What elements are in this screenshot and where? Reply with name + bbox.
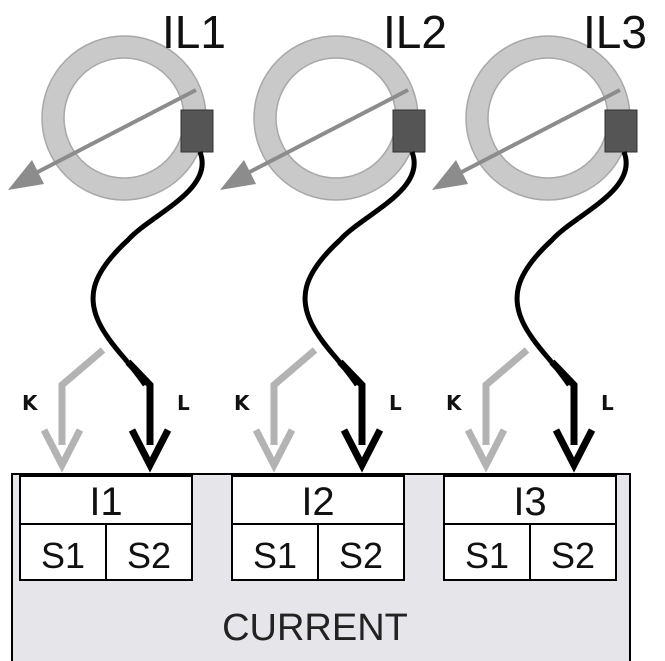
lead-k-line <box>482 347 530 445</box>
current-clamp-ring-icon <box>254 36 418 200</box>
lead-k-line <box>270 347 318 445</box>
lead-l-arrow-icon <box>340 428 384 473</box>
terminal-name-i1: I1 <box>89 480 122 524</box>
sensor-k-label-1: K <box>22 391 39 415</box>
current-block-label: CURRENT <box>222 607 408 649</box>
sensor-il3 <box>432 35 638 473</box>
sensor-label-il2: IL2 <box>383 6 447 58</box>
current-direction-arrow-icon <box>8 160 44 190</box>
lead-k-arrow-icon <box>464 428 508 473</box>
lead-k-arrow-icon <box>40 428 84 473</box>
terminal-pin-s1: S1 <box>253 535 297 576</box>
sensor-k-label-2: K <box>234 391 251 415</box>
terminal-pin-s2: S2 <box>339 535 383 576</box>
black-cable <box>302 151 417 387</box>
terminal-block-i3: I3 S1 S2 <box>443 475 617 581</box>
sensor-label-il3: IL3 <box>583 6 647 58</box>
black-cable <box>90 151 205 387</box>
lead-l-line <box>125 359 154 445</box>
terminal-pin-s1: S1 <box>41 535 85 576</box>
clamp-connector-icon <box>392 109 426 153</box>
current-direction-line <box>241 88 409 178</box>
current-clamp-ring-icon <box>42 36 206 200</box>
terminal-block-i1: I1 S1 S2 <box>19 475 193 581</box>
ring-inner-edge <box>487 57 609 179</box>
terminal-name-i2: I2 <box>301 480 334 524</box>
sensor-l-label-1: L <box>177 391 190 415</box>
sensor-l-label-2: L <box>389 391 402 415</box>
lead-l-arrow-icon <box>128 428 172 473</box>
ring-inner-edge <box>275 57 397 179</box>
sensor-k-label-3: K <box>446 391 463 415</box>
clamp-connector-icon <box>180 109 214 153</box>
clamp-connector-icon <box>604 109 638 153</box>
lead-k-line <box>58 347 106 445</box>
terminal-pin-s1: S1 <box>465 535 509 576</box>
ring-inner-edge <box>63 57 185 179</box>
sensor-il1 <box>8 35 214 473</box>
terminal-name-i3: I3 <box>513 480 546 524</box>
current-direction-line <box>453 88 621 178</box>
sensor-il2 <box>220 35 426 473</box>
lead-l-line <box>337 359 366 445</box>
lead-l-line <box>549 359 578 445</box>
terminal-block-i2: I2 S1 S2 <box>231 475 405 581</box>
current-clamp-ring-icon <box>466 36 630 200</box>
terminal-pin-s2: S2 <box>127 535 171 576</box>
sensor-l-label-3: L <box>601 391 614 415</box>
terminal-pin-s2: S2 <box>551 535 595 576</box>
current-direction-arrow-icon <box>220 160 256 190</box>
lead-k-arrow-icon <box>252 428 296 473</box>
sensor-label-il1: IL1 <box>162 6 226 58</box>
black-cable <box>514 151 629 387</box>
current-direction-arrow-icon <box>432 160 468 190</box>
current-direction-line <box>29 88 197 178</box>
lead-l-arrow-icon <box>552 428 596 473</box>
